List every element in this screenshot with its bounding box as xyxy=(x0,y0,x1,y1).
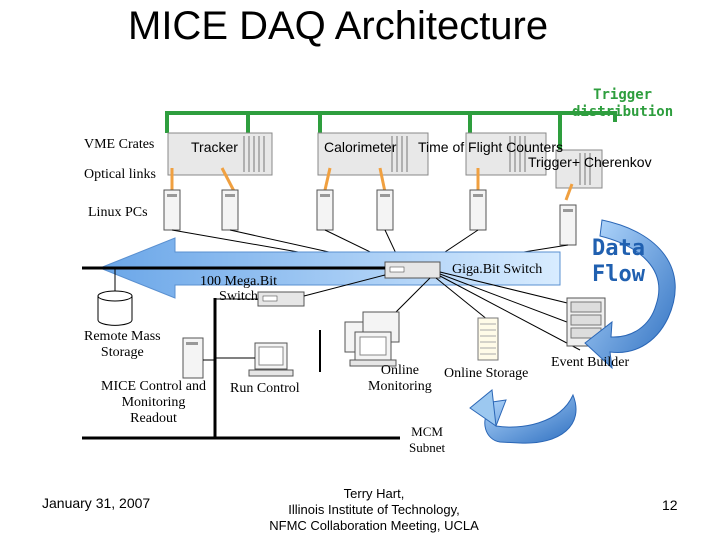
data-return-arrowhead xyxy=(469,389,497,428)
remote-storage-line2: Storage xyxy=(100,345,144,360)
trigger-label-line1: Trigger xyxy=(593,87,653,103)
switch-to-switch-link xyxy=(303,274,386,297)
linux-pcs-label: Linux PCs xyxy=(88,205,148,220)
run-control-label: Run Control xyxy=(230,381,300,396)
vme-crate-tracker xyxy=(167,132,273,176)
event-builder-server xyxy=(566,297,606,347)
linux-pc-2 xyxy=(221,189,239,231)
switch-100-label: 100 Mega.Bit Switch xyxy=(200,274,277,304)
vme-crate-calorimeter xyxy=(317,132,429,176)
online-monitoring-workstations xyxy=(344,311,400,367)
tracker-label: Tracker xyxy=(191,139,238,155)
trigger-label-line2: distribution xyxy=(572,104,674,120)
run-control-workstation xyxy=(248,342,294,377)
linux-pc-5 xyxy=(469,189,487,231)
remote-storage-line1: Remote Mass xyxy=(84,329,161,344)
gigabit-switch xyxy=(384,261,441,279)
vme-crates-label: VME Crates xyxy=(84,137,155,152)
mice-control-line1: MICE Control and xyxy=(101,379,206,394)
remote-storage-label: Remote Mass Storage xyxy=(84,329,161,361)
online-storage-rack xyxy=(477,317,499,361)
footer-line-3: NFMC Collaboration Meeting, UCLA xyxy=(269,518,479,533)
tof-label: Time of Flight Counters xyxy=(418,139,563,155)
linux-pc-3 xyxy=(316,189,334,231)
online-storage-label: Online Storage xyxy=(444,366,529,381)
switch-100-mbit xyxy=(257,291,305,307)
online-monitoring-label: Online Monitoring xyxy=(368,363,432,395)
data-return-curved-arrow xyxy=(476,393,577,444)
switch-100-line1: 100 Mega.Bit xyxy=(200,274,277,289)
vme-crate-trigger-cherenkov xyxy=(555,149,603,189)
remote-storage-cylinder xyxy=(97,290,133,326)
footer-line-2: Illinois Institute of Technology, xyxy=(288,502,460,517)
mice-control-label: MICE Control and Monitoring Readout xyxy=(101,379,206,427)
online-monitoring-line1: Online xyxy=(380,363,419,378)
page-number: 12 xyxy=(662,497,678,513)
online-monitoring-line2: Monitoring xyxy=(368,379,432,394)
trigger-distribution-bus xyxy=(165,111,617,150)
mice-control-line2: Monitoring xyxy=(121,395,186,410)
data-flow-curved-arrow xyxy=(584,219,676,370)
event-builder-label: Event Builder xyxy=(551,355,630,370)
data-flow-label: Data Flow xyxy=(592,236,645,288)
data-flow-line2: Flow xyxy=(592,262,645,287)
mice-control-line3: Readout xyxy=(130,411,177,426)
switch-100-line2: Switch xyxy=(219,289,258,304)
data-flow-line1: Data xyxy=(592,236,645,261)
trigger-cherenkov-label: Trigger+ Cherenkov xyxy=(528,154,652,170)
linux-pc-1 xyxy=(163,189,181,231)
control-pc xyxy=(182,337,204,379)
slide-footer: Terry Hart, Illinois Institute of Techno… xyxy=(262,486,486,534)
slide-title: MICE DAQ Architecture xyxy=(128,4,549,48)
mcm-line2: Subnet xyxy=(409,440,446,455)
trigger-distribution-label: Trigger distribution xyxy=(572,87,673,121)
mcm-line1: MCM xyxy=(411,424,443,439)
optical-links-label: Optical links xyxy=(84,167,156,182)
gigabit-switch-label: Giga.Bit Switch xyxy=(452,262,543,277)
linux-pc-6 xyxy=(559,204,577,246)
slide-date: January 31, 2007 xyxy=(42,495,151,511)
linux-pc-4 xyxy=(376,189,394,231)
calorimeter-label: Calorimeter xyxy=(324,139,397,155)
footer-line-1: Terry Hart, xyxy=(343,486,405,501)
mcm-subnet-label: MCM Subnet xyxy=(409,424,445,456)
